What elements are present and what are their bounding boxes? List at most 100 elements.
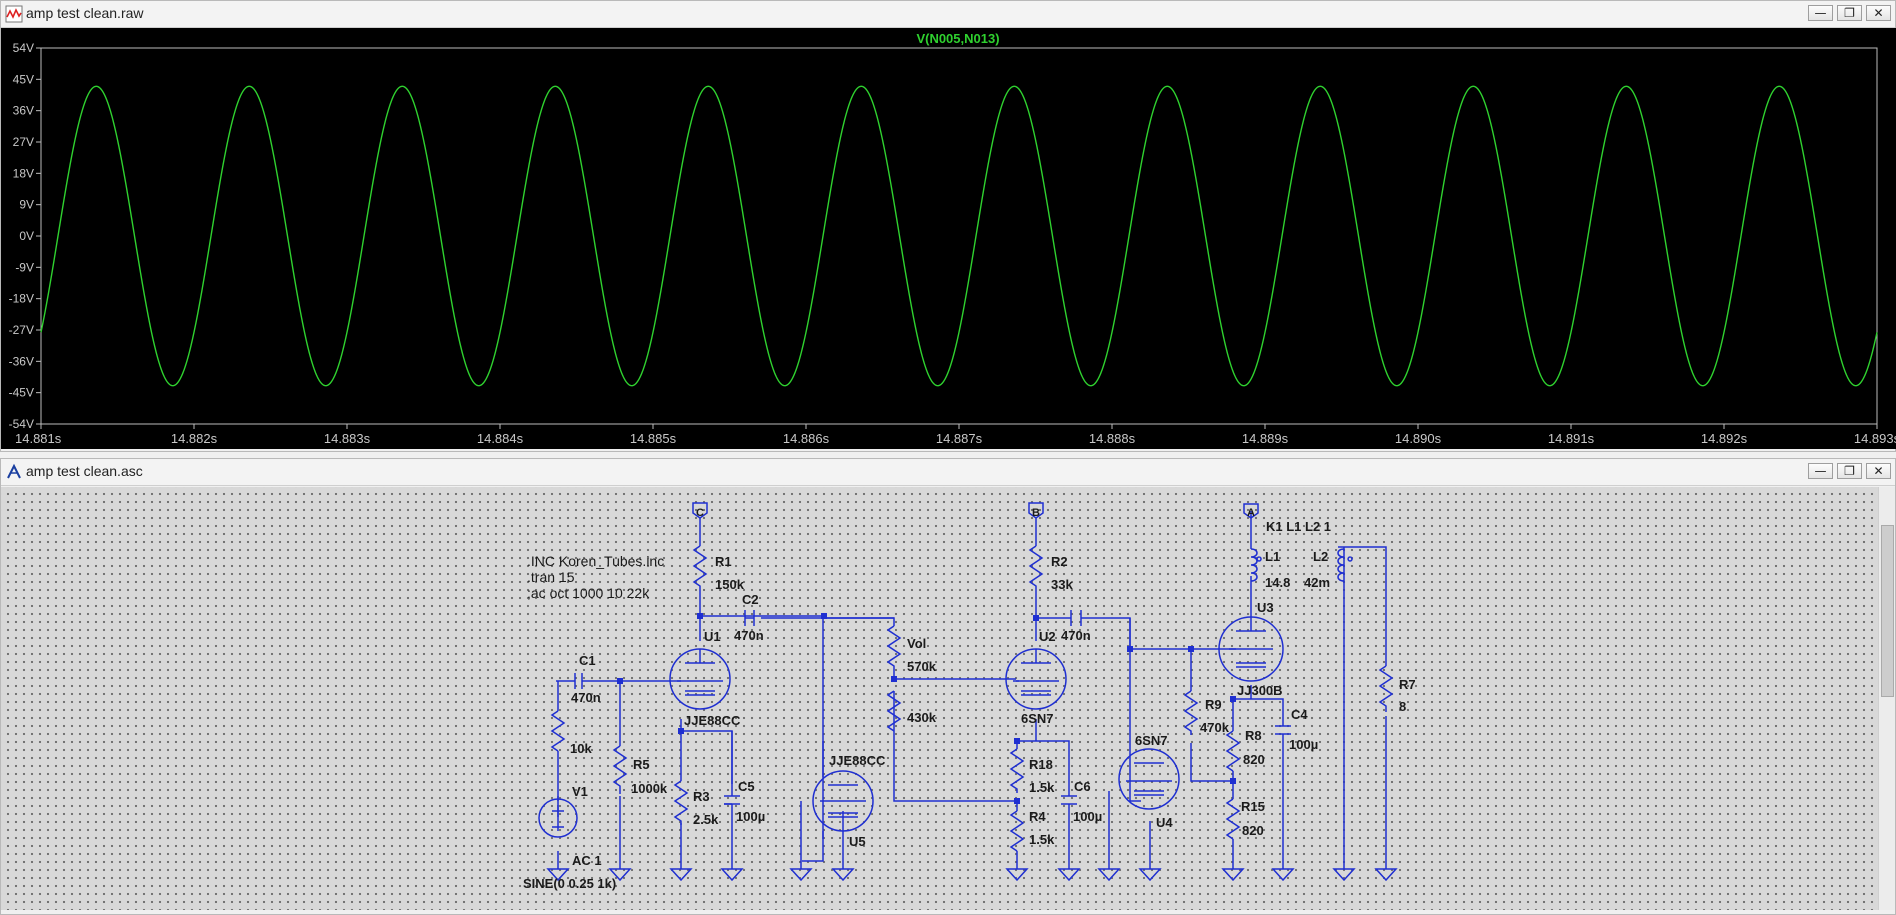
r18-label[interactable]: R18 (1029, 757, 1053, 772)
y-tick-label: 45V (13, 72, 34, 86)
trace-v-n005-n013[interactable] (40, 85, 1878, 387)
c5-value[interactable]: 100µ (736, 809, 765, 824)
schematic-canvas[interactable]: .INC Koren_Tubes.inc .tran 15 ;ac oct 10… (1, 487, 1881, 910)
r1-value[interactable]: 150k (715, 577, 745, 592)
r4-label[interactable]: R4 (1029, 809, 1046, 824)
x-tick-label: 14.885s (630, 431, 677, 446)
waveform-window: amp test clean.raw — ❐ ✕ V(N005,N013) 54… (0, 0, 1896, 452)
x-tick-label: 14.884s (477, 431, 524, 446)
vol-top-value[interactable]: 570k (907, 659, 937, 674)
v1-label[interactable]: V1 (572, 784, 588, 799)
spice-directive-2[interactable]: .tran 15 (527, 569, 575, 585)
minimize-button[interactable]: — (1808, 463, 1833, 479)
v1-ac[interactable]: AC 1 (572, 853, 602, 868)
port-a-label: A (1247, 507, 1255, 519)
resistors[interactable] (550, 545, 1394, 852)
rin-value[interactable]: 10k (570, 741, 592, 756)
u5-model[interactable]: JJE88CC (829, 753, 886, 768)
c6-label[interactable]: C6 (1074, 779, 1091, 794)
spice-directive-1[interactable]: .INC Koren_Tubes.inc (527, 553, 664, 569)
y-tick-label: 54V (13, 41, 34, 55)
u4-label[interactable]: U4 (1156, 815, 1173, 830)
u2-model[interactable]: 6SN7 (1021, 711, 1054, 726)
port-b-label: B (1032, 507, 1040, 519)
vertical-scrollbar[interactable] (1878, 487, 1895, 910)
r3-label[interactable]: R3 (693, 789, 710, 804)
schematic-drawing[interactable]: .INC Koren_Tubes.inc .tran 15 ;ac oct 10… (1, 487, 1881, 910)
tubes[interactable] (669, 601, 1284, 832)
u3-model[interactable]: JJ300B (1237, 683, 1283, 698)
coupling-directive[interactable]: K1 L1 L2 1 (1266, 519, 1331, 534)
x-tick-label: 14.887s (936, 431, 983, 446)
waveform-chart[interactable]: V(N005,N013) 54V45V36V27V18V9V0V-9V-18V-… (1, 28, 1896, 449)
x-tick-label: 14.881s (15, 431, 62, 446)
x-tick-label: 14.892s (1701, 431, 1748, 446)
u5-label[interactable]: U5 (849, 834, 866, 849)
r5-value[interactable]: 1000k (631, 781, 668, 796)
waveform-titlebar[interactable]: amp test clean.raw — ❐ ✕ (1, 1, 1895, 28)
minimize-button[interactable]: — (1808, 5, 1833, 21)
trace-label[interactable]: V(N005,N013) (916, 31, 999, 46)
close-button[interactable]: ✕ (1866, 463, 1891, 479)
restore-button[interactable]: ❐ (1837, 5, 1862, 21)
c1-label[interactable]: C1 (579, 653, 596, 668)
u1-label[interactable]: U1 (704, 629, 721, 644)
scrollbar-thumb[interactable] (1881, 525, 1894, 697)
r7-value[interactable]: 8 (1399, 699, 1406, 714)
r2-value[interactable]: 33k (1051, 577, 1073, 592)
vol-bottom-value[interactable]: 430k (907, 710, 937, 725)
voltage-source-v1[interactable] (538, 798, 578, 838)
y-tick-label: -27V (9, 323, 34, 337)
r4-value[interactable]: 1.5k (1029, 832, 1055, 847)
r7-label[interactable]: R7 (1399, 677, 1416, 692)
y-tick-label: -54V (9, 417, 34, 431)
spice-directive-3[interactable]: ;ac oct 1000 10 22k (527, 585, 650, 601)
r15-value[interactable]: 820 (1242, 823, 1264, 838)
restore-button[interactable]: ❐ (1837, 463, 1862, 479)
r8-value[interactable]: 820 (1243, 752, 1265, 767)
c2-value[interactable]: 470n (734, 628, 764, 643)
port-c-label: C (696, 507, 704, 519)
y-tick-label: -18V (9, 292, 34, 306)
r18-value[interactable]: 1.5k (1029, 780, 1055, 795)
y-tick-label: 36V (13, 104, 34, 118)
c1-value[interactable]: 470n (571, 690, 601, 705)
inductors[interactable] (1250, 546, 1353, 582)
capacitors[interactable] (574, 610, 1291, 812)
c3-value[interactable]: 470n (1061, 628, 1091, 643)
y-tick-label: 0V (19, 229, 34, 243)
c5-label[interactable]: C5 (738, 779, 755, 794)
r2-label[interactable]: R2 (1051, 554, 1068, 569)
close-button[interactable]: ✕ (1866, 5, 1891, 21)
r3-value[interactable]: 2.5k (693, 812, 719, 827)
l2-value[interactable]: 42m (1304, 575, 1330, 590)
u1-model[interactable]: JJE88CC (684, 713, 741, 728)
port-flags[interactable] (692, 502, 1259, 519)
r9-label[interactable]: R9 (1205, 697, 1222, 712)
l1-value[interactable]: 14.8 (1265, 575, 1290, 590)
u3-label[interactable]: U3 (1257, 600, 1274, 615)
l1-label[interactable]: L1 (1265, 549, 1280, 564)
v1-sine[interactable]: SINE(0 0.25 1k) (523, 876, 616, 891)
c6-value[interactable]: 100µ (1073, 809, 1102, 824)
r9-value[interactable]: 470k (1200, 720, 1230, 735)
y-tick-label: -45V (9, 386, 34, 400)
x-tick-label: 14.882s (171, 431, 218, 446)
y-tick-label: 18V (13, 166, 34, 180)
l2-label[interactable]: L2 (1313, 549, 1328, 564)
y-axis[interactable]: 54V45V36V27V18V9V0V-9V-18V-27V-36V-45V-5… (9, 41, 41, 431)
r1-label[interactable]: R1 (715, 554, 732, 569)
schematic-titlebar[interactable]: amp test clean.asc — ❐ ✕ (1, 459, 1895, 486)
c2-label[interactable]: C2 (742, 592, 759, 607)
c4-label[interactable]: C4 (1291, 707, 1308, 722)
vol-label[interactable]: Vol (907, 636, 926, 651)
u4-model[interactable]: 6SN7 (1135, 733, 1168, 748)
r8-label[interactable]: R8 (1245, 728, 1262, 743)
c4-value[interactable]: 100µ (1289, 737, 1318, 752)
r5-label[interactable]: R5 (633, 757, 650, 772)
y-tick-label: -9V (15, 260, 34, 274)
r15-label[interactable]: R15 (1241, 799, 1265, 814)
u2-label[interactable]: U2 (1039, 629, 1056, 644)
